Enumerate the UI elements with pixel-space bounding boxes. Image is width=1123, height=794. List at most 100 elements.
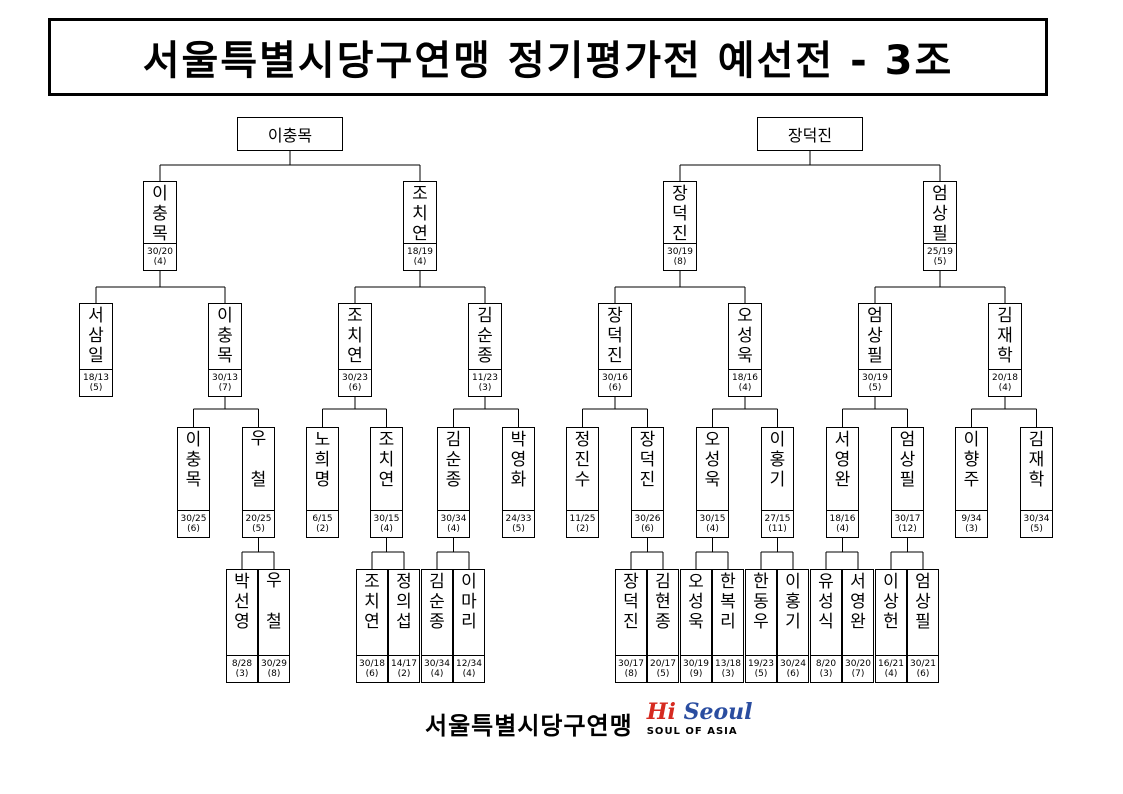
name-char: 김 [997, 306, 1013, 326]
name-char: 상 [899, 449, 916, 470]
match-score: 19/23(5) [746, 655, 776, 682]
score-value: 30/19 [683, 659, 709, 669]
score-value: 30/15 [699, 514, 726, 524]
name-char: 김 [445, 429, 462, 450]
name-char: 진 [623, 611, 639, 632]
score-value: 30/17 [618, 659, 644, 669]
score-value: 30/34 [440, 514, 467, 524]
score-value: 9/34 [961, 514, 982, 524]
name-char: 성 [704, 449, 721, 470]
score-value: 30/24 [780, 659, 806, 669]
name-char: 목 [185, 469, 202, 490]
rank-value: (5) [252, 524, 265, 534]
rank-value: (5) [512, 524, 525, 534]
name-char: 욱 [737, 346, 753, 366]
name-char: 진 [639, 469, 656, 490]
name-char: 상 [932, 204, 948, 224]
name-char: 엄 [867, 306, 883, 326]
rank-value: (6) [916, 669, 930, 679]
name-char: 주 [963, 469, 980, 490]
name-char: 성 [688, 591, 704, 612]
score-value: 18/19 [407, 247, 433, 257]
match-score: 30/19(9) [681, 655, 711, 682]
name-char [256, 450, 261, 470]
name-char: 치 [364, 591, 380, 612]
rank-value: (5) [933, 257, 947, 267]
name-char: 노 [314, 429, 331, 450]
score-value: 30/26 [634, 514, 661, 524]
score-value: 30/34 [424, 659, 450, 669]
rank-value: (6) [348, 383, 362, 393]
name-char: 홍 [785, 591, 801, 612]
name-char: 성 [818, 591, 834, 612]
rank-value: (3) [819, 669, 833, 679]
name-char: 종 [655, 611, 671, 632]
match-score: 25/19(5) [924, 243, 956, 270]
name-char: 오 [737, 306, 753, 326]
name-char: 덕 [639, 449, 656, 470]
name-char: 학 [997, 346, 1013, 366]
score-value: 27/15 [764, 514, 791, 524]
match-score: 30/24(6) [778, 655, 808, 682]
score-value: 16/21 [878, 659, 904, 669]
score-value: 30/20 [845, 659, 871, 669]
match-score: 8/28(3) [227, 655, 257, 682]
name-char: 진 [672, 224, 688, 244]
name-char: 철 [250, 470, 267, 491]
name-char: 덕 [607, 326, 623, 346]
name-char: 조 [412, 184, 428, 204]
rank-value: (5) [656, 669, 670, 679]
player-name: 우 철 [259, 570, 289, 633]
name-char: 명 [314, 469, 331, 490]
name-char: 이 [185, 429, 202, 450]
match-score: 11/23(3) [469, 369, 501, 396]
name-char: 순 [445, 449, 462, 470]
rank-value: (3) [235, 669, 249, 679]
match-score: 30/29(8) [259, 655, 289, 682]
name-char: 진 [574, 449, 591, 470]
name-char: 수 [574, 469, 591, 490]
rank-value: (4) [884, 669, 898, 679]
rank-value: (2) [576, 524, 589, 534]
rank-value: (4) [738, 383, 752, 393]
name-char: 필 [899, 469, 916, 490]
rank-value: (6) [365, 669, 379, 679]
name-char: 필 [867, 346, 883, 366]
logo-hi: Hi [646, 699, 676, 725]
score-value: 30/16 [602, 373, 628, 383]
score-value: 30/34 [1023, 514, 1050, 524]
name-char: 정 [574, 429, 591, 450]
match-score: 18/16(4) [729, 369, 761, 396]
score-value: 18/13 [83, 373, 109, 383]
name-char: 김 [1028, 429, 1045, 450]
name-char: 순 [429, 591, 445, 612]
score-value: 18/16 [732, 373, 758, 383]
